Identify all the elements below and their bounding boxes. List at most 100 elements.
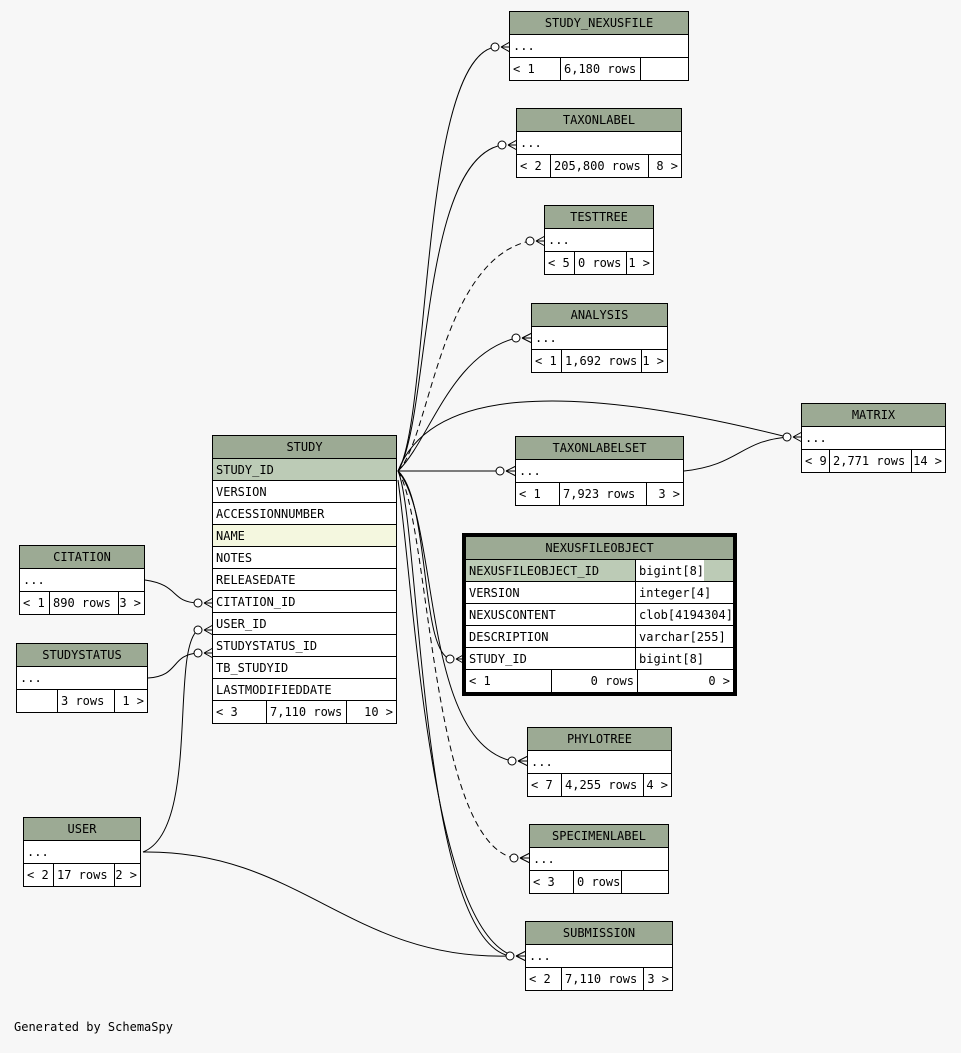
table-title[interactable]: STUDY_NEXUSFILE xyxy=(510,12,688,35)
column-accessionnumber[interactable]: ACCESSIONNUMBER xyxy=(213,503,396,525)
columns-ellipsis: ... xyxy=(516,460,683,483)
children-link[interactable] xyxy=(640,58,688,80)
table-matrix[interactable]: MATRIX ... < 9 2,771 rows 14 > xyxy=(801,403,946,473)
table-title[interactable]: STUDY xyxy=(213,436,396,459)
table-footer: < 2 7,110 rows 3 > xyxy=(526,968,672,990)
table-title[interactable]: PHYLOTREE xyxy=(528,728,671,751)
parents-link[interactable]: < 1 xyxy=(23,596,45,610)
column-version[interactable]: VERSION integer[4] xyxy=(466,582,733,604)
column-type: bigint[8] xyxy=(639,652,705,666)
column-user-id[interactable]: USER_ID xyxy=(213,613,396,635)
edge-taxonlabel xyxy=(397,144,503,472)
table-title[interactable]: STUDYSTATUS xyxy=(17,644,147,667)
row-count: 17 rows xyxy=(53,864,114,886)
column-name[interactable]: NAME xyxy=(213,525,396,547)
column-citation-id[interactable]: CITATION_ID xyxy=(213,591,396,613)
column-description[interactable]: DESCRIPTION varchar[255] xyxy=(466,626,733,648)
table-specimenlabel[interactable]: SPECIMENLABEL ... < 3 0 rows xyxy=(529,824,669,894)
table-user[interactable]: USER ... < 2 17 rows 2 > xyxy=(23,817,141,887)
table-study[interactable]: STUDY STUDY_ID VERSION ACCESSIONNUMBER N… xyxy=(212,435,397,724)
column-type: clob[4194304] xyxy=(639,608,733,622)
children-link[interactable]: 8 > xyxy=(648,155,681,177)
table-phylotree[interactable]: PHYLOTREE ... < 7 4,255 rows 4 > xyxy=(527,727,672,797)
table-title[interactable]: ANALYSIS xyxy=(532,304,667,327)
children-link[interactable] xyxy=(621,871,668,893)
table-title[interactable]: SPECIMENLABEL xyxy=(530,825,668,848)
row-count: 7,110 rows xyxy=(561,968,643,990)
parents-link[interactable]: < 1 xyxy=(535,354,557,368)
table-title[interactable]: CITATION xyxy=(20,546,144,569)
parents-link[interactable]: < 3 xyxy=(533,875,555,889)
column-lastmodifieddate[interactable]: LASTMODIFIEDDATE xyxy=(213,679,396,701)
children-link[interactable]: 14 > xyxy=(911,450,945,472)
columns-ellipsis: ... xyxy=(528,751,671,774)
column-releasedate[interactable]: RELEASEDATE xyxy=(213,569,396,591)
table-title[interactable]: TAXONLABEL xyxy=(517,109,681,132)
edge-analysis xyxy=(397,337,517,472)
row-count: 7,110 rows xyxy=(266,701,346,723)
column-studystatus-id[interactable]: STUDYSTATUS_ID xyxy=(213,635,396,657)
row-count: 0 rows xyxy=(573,871,621,893)
columns-ellipsis: ... xyxy=(530,848,668,871)
children-link[interactable]: 3 > xyxy=(643,968,672,990)
columns-ellipsis: ... xyxy=(510,35,688,58)
table-footer: < 1 0 rows 0 > xyxy=(466,670,733,692)
parents-link[interactable]: < 1 xyxy=(519,487,541,501)
table-citation[interactable]: CITATION ... < 1 890 rows 3 > xyxy=(19,545,145,615)
column-nexusfileobject-id[interactable]: NEXUSFILEOBJECT_ID bigint[8] xyxy=(466,560,733,582)
parents-link[interactable]: < 2 xyxy=(520,159,542,173)
column-name: VERSION xyxy=(466,582,636,603)
table-analysis[interactable]: ANALYSIS ... < 1 1,692 rows 1 > xyxy=(531,303,668,373)
parents-link[interactable]: < 2 xyxy=(27,868,49,882)
table-taxonlabel[interactable]: TAXONLABEL ... < 2 205,800 rows 8 > xyxy=(516,108,682,178)
edge-testtree xyxy=(397,240,531,472)
children-link[interactable]: 3 > xyxy=(118,592,144,614)
table-testtree[interactable]: TESTTREE ... < 5 0 rows 1 > xyxy=(544,205,654,275)
parents-link[interactable]: < 9 xyxy=(805,454,827,468)
parents-link[interactable]: < 3 xyxy=(216,705,238,719)
table-study-nexusfile[interactable]: STUDY_NEXUSFILE ... < 1 6,180 rows xyxy=(509,11,689,81)
columns-ellipsis: ... xyxy=(517,132,681,155)
row-count: 2,771 rows xyxy=(829,450,911,472)
row-count: 7,923 rows xyxy=(559,483,646,505)
column-study-id[interactable]: STUDY_ID xyxy=(213,459,396,481)
parents-link[interactable]: < 5 xyxy=(548,256,570,270)
children-link[interactable]: 1 > xyxy=(641,350,667,372)
column-version[interactable]: VERSION xyxy=(213,481,396,503)
table-nexusfileobject[interactable]: NEXUSFILEOBJECT NEXUSFILEOBJECT_ID bigin… xyxy=(462,533,737,696)
table-title[interactable]: TAXONLABELSET xyxy=(516,437,683,460)
parents-link[interactable] xyxy=(17,690,57,712)
table-submission[interactable]: SUBMISSION ... < 2 7,110 rows 3 > xyxy=(525,921,673,991)
column-nexuscontent[interactable]: NEXUSCONTENT clob[4194304] xyxy=(466,604,733,626)
children-link[interactable]: 3 > xyxy=(646,483,683,505)
column-name: STUDY_ID xyxy=(466,648,636,669)
table-footer: < 5 0 rows 1 > xyxy=(545,252,653,274)
column-notes[interactable]: NOTES xyxy=(213,547,396,569)
row-count: 0 rows xyxy=(574,252,626,274)
children-link[interactable]: 1 > xyxy=(626,252,653,274)
children-link[interactable]: 2 > xyxy=(114,864,140,886)
table-studystatus[interactable]: STUDYSTATUS ... 3 rows 1 > xyxy=(16,643,148,713)
table-taxonlabelset[interactable]: TAXONLABELSET ... < 1 7,923 rows 3 > xyxy=(515,436,684,506)
table-title[interactable]: SUBMISSION xyxy=(526,922,672,945)
table-footer: < 7 4,255 rows 4 > xyxy=(528,774,671,796)
edge-submission xyxy=(397,470,511,957)
children-link[interactable]: 4 > xyxy=(643,774,671,796)
table-title[interactable]: NEXUSFILEOBJECT xyxy=(466,537,733,560)
table-title[interactable]: USER xyxy=(24,818,140,841)
parents-link[interactable]: < 2 xyxy=(529,972,551,986)
table-title[interactable]: MATRIX xyxy=(802,404,945,427)
children-link[interactable]: 0 > xyxy=(637,670,733,692)
children-link[interactable]: 10 > xyxy=(346,701,396,723)
row-count: 1,692 rows xyxy=(561,350,641,372)
columns-ellipsis: ... xyxy=(20,569,144,592)
children-link[interactable]: 1 > xyxy=(114,690,147,712)
column-tb-studyid[interactable]: TB_STUDYID xyxy=(213,657,396,679)
column-study-id[interactable]: STUDY_ID bigint[8] xyxy=(466,648,733,670)
parents-link[interactable]: < 1 xyxy=(469,674,491,688)
table-footer: 3 rows 1 > xyxy=(17,690,147,712)
parents-link[interactable]: < 7 xyxy=(531,778,553,792)
parents-link[interactable]: < 1 xyxy=(513,62,535,76)
edge-citation xyxy=(144,579,199,604)
table-title[interactable]: TESTTREE xyxy=(545,206,653,229)
